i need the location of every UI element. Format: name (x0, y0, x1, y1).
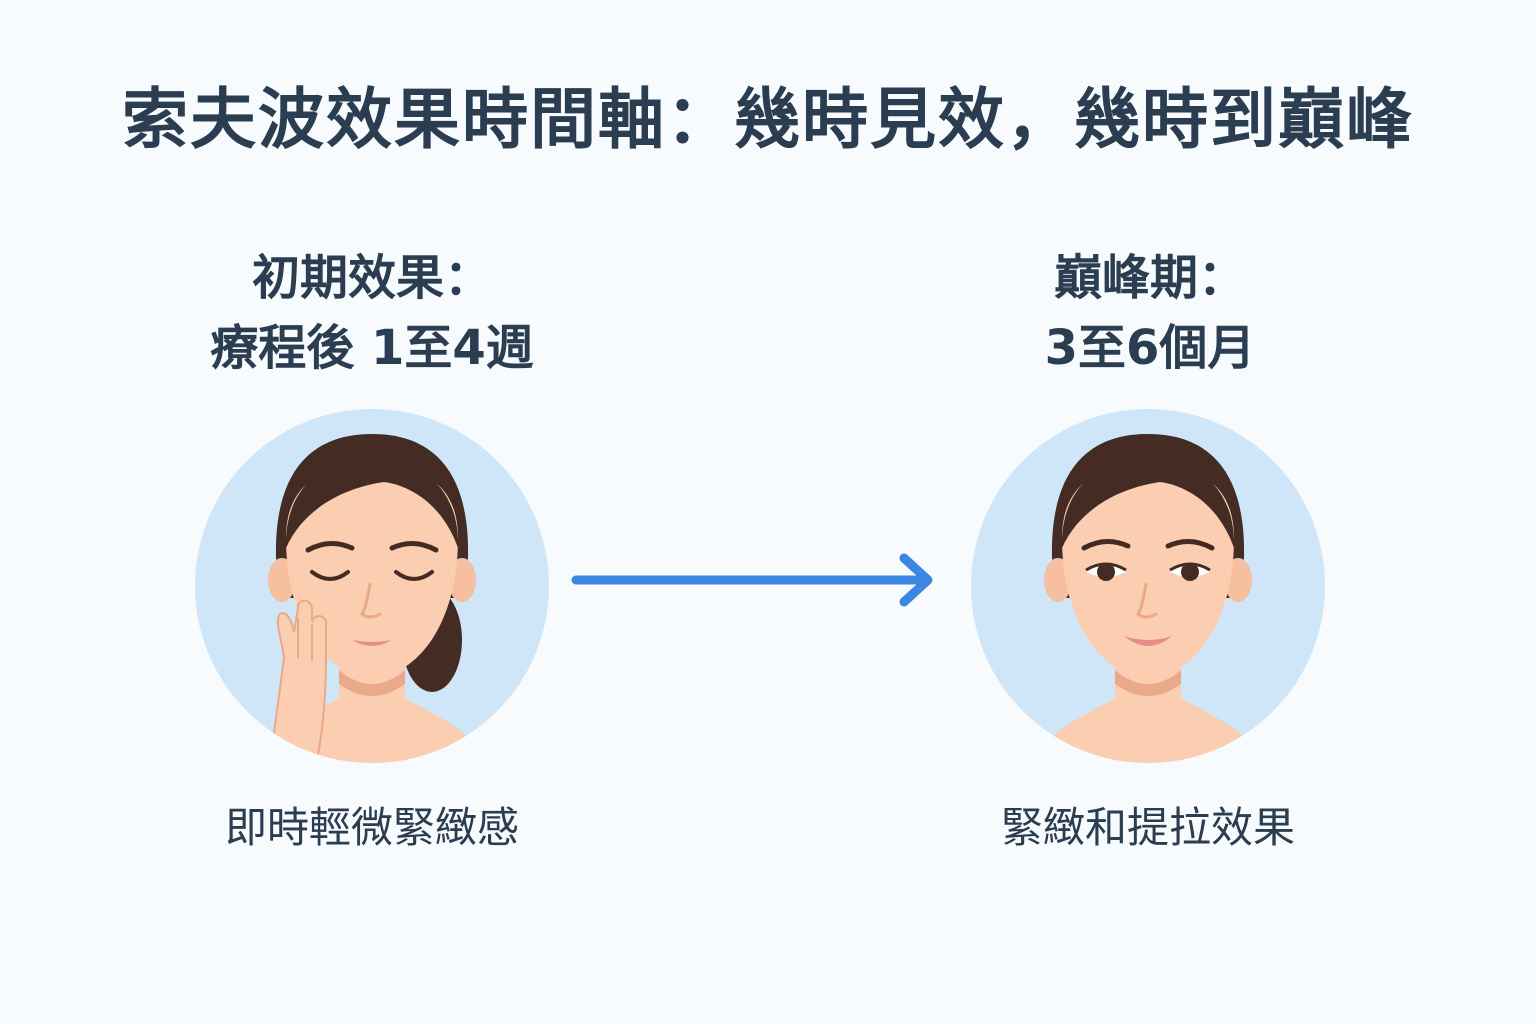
early-phase-heading: 初期效果： (251, 250, 492, 306)
peak-phase-label: 巔峰期： 3至6個月 (900, 243, 1400, 383)
peak-phase-heading: 巔峰期： (1053, 250, 1246, 306)
face-eyes-closed-illustration (195, 409, 549, 763)
early-phase-caption: 即時輕微緊緻感 (224, 803, 519, 852)
peak-phase-period: 3至6個月 (1044, 320, 1256, 376)
early-phase-period: 療程後 1至4週 (210, 320, 534, 376)
peak-phase-caption: 緊緻和提拉效果 (1000, 803, 1295, 852)
page-title: 索夫波效果時間軸：幾時見效，幾時到巔峰 (122, 81, 1414, 158)
timeline-arrow-icon (571, 553, 933, 607)
face-eyes-open-illustration (971, 409, 1325, 763)
early-phase-label: 初期效果： 療程後 1至4週 (122, 243, 622, 383)
